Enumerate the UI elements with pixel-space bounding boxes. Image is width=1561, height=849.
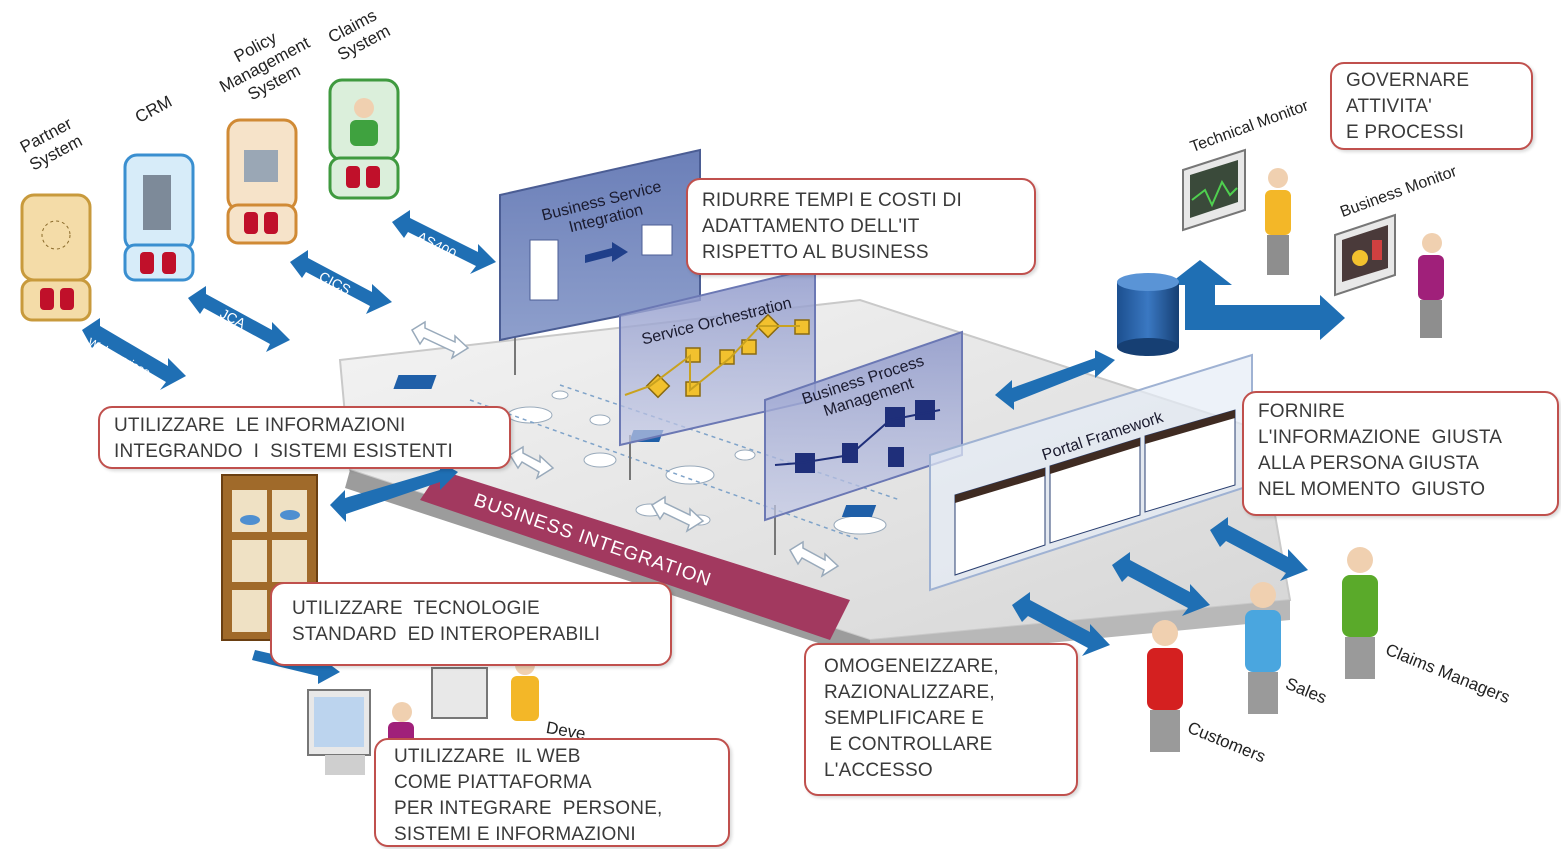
sales-figure: [1245, 582, 1281, 714]
sales-arrow: [1112, 552, 1210, 616]
platform-arrow-1: [410, 320, 470, 360]
customers-arrow: [1012, 592, 1110, 656]
as400-arrow: [392, 210, 496, 274]
callout-omogeneizzare: OMOGENEIZZARE,RAZIONALIZZARE,SEMPLIFICAR…: [804, 643, 1078, 796]
platform-arrow-3: [650, 495, 705, 533]
crm-system-icon: [123, 153, 195, 282]
jca-arrow: [188, 286, 290, 352]
customers-figure: [1147, 620, 1183, 752]
cics-arrow: [290, 250, 392, 314]
platform-arrow-2: [508, 445, 555, 480]
technical-monitor-icon: [1182, 148, 1291, 275]
platform-arrow-4: [788, 540, 840, 578]
portal-framework-panel: [929, 353, 1253, 592]
partner-system-icon: [20, 193, 92, 322]
webservices-arrow: [82, 318, 186, 390]
business-monitor-icon: [1334, 213, 1444, 338]
monitor-arrow: [1168, 260, 1345, 340]
database-icon: [1117, 273, 1179, 356]
bookshelf-arrow: [330, 462, 458, 522]
policy-system-icon: [226, 118, 298, 245]
bookshelf-icon: [221, 474, 318, 641]
db-arrow: [995, 350, 1115, 410]
claims-managers-arrow: [1210, 517, 1308, 581]
business-integration-banner: [420, 470, 850, 640]
business-process-management-panel: [764, 330, 963, 555]
claims-managers-figure: [1342, 547, 1378, 679]
claims-system-icon: [328, 78, 400, 200]
